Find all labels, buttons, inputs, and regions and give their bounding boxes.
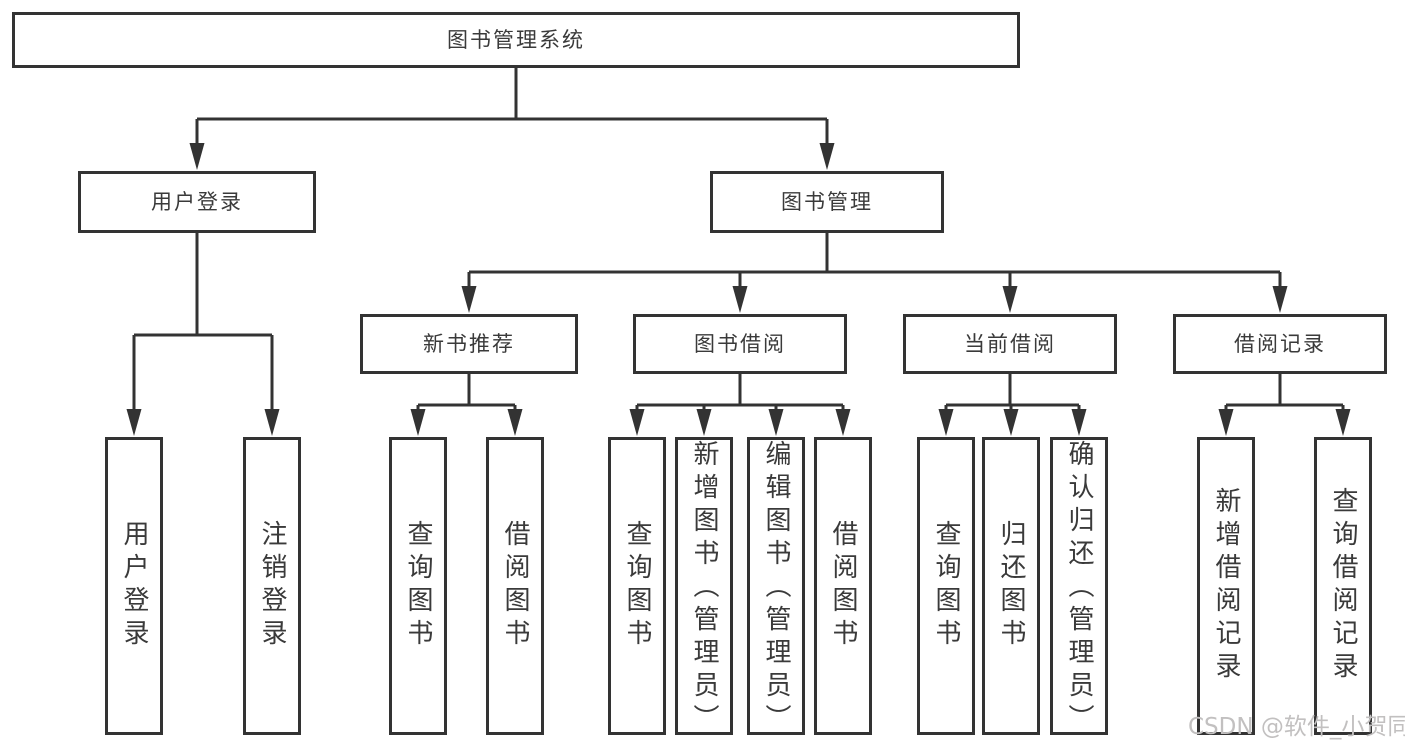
node-label: 用户登录 [151,189,243,214]
node-label: 借阅图书 [500,520,530,652]
node-label: 用户登录 [119,520,149,652]
node-label: 查询借阅记录 [1328,487,1358,685]
node-library-management-system: 图书管理系统 [12,12,1020,68]
node-edit-books-admin: 编辑图书（管理员） [747,437,805,737]
node-book-management-module: 图书管理 [710,171,944,233]
node-current-borrowing: 当前借阅 [903,314,1117,374]
node-borrow-books: 借阅图书 [814,437,872,735]
node-label: 当前借阅 [964,331,1056,356]
node-user-login-module: 用户登录 [78,171,316,233]
node-query-books-newrec: 查询图书 [389,437,447,735]
node-label: 注销登录 [257,520,287,652]
node-label: 查询图书 [622,520,652,652]
node-add-borrow-record: 新增借阅记录 [1197,437,1255,735]
node-query-books-current: 查询图书 [917,437,975,735]
node-confirm-return-admin: 确认归还（管理员） [1050,437,1108,737]
node-label: 图书借阅 [694,331,786,356]
node-label: 借阅图书 [828,520,858,652]
node-label: 图书管理系统 [447,27,585,52]
connector-lines [132,68,1345,412]
node-label: 新增图书（管理员） [689,440,719,737]
node-book-borrowing: 图书借阅 [633,314,847,374]
node-return-books: 归还图书 [982,437,1040,735]
node-new-book-recommendation: 新书推荐 [360,314,578,374]
node-borrow-books-newrec: 借阅图书 [486,437,544,735]
node-query-borrow-record: 查询借阅记录 [1314,437,1372,735]
node-borrowing-records: 借阅记录 [1173,314,1387,374]
node-user-login: 用户登录 [105,437,163,735]
node-logout: 注销登录 [243,437,301,735]
csdn-watermark: CSDN @软件_小贺同学 [1188,714,1405,740]
node-label: 图书管理 [781,189,873,214]
node-add-books-admin: 新增图书（管理员） [675,437,733,737]
node-label: 新书推荐 [423,331,515,356]
node-label: 确认归还（管理员） [1064,440,1094,737]
node-query-books-borrow: 查询图书 [608,437,666,735]
node-label: 查询图书 [403,520,433,652]
node-label: 借阅记录 [1234,331,1326,356]
node-label: 归还图书 [996,520,1026,652]
node-label: 查询图书 [931,520,961,652]
node-label: 新增借阅记录 [1211,487,1241,685]
connector-arrows [126,143,1351,436]
node-label: 编辑图书（管理员） [761,440,791,737]
